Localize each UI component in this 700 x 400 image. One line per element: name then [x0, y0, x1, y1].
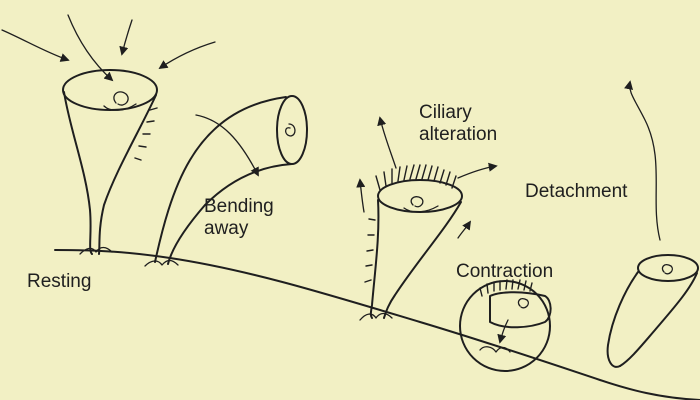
- inflow-arrow-3: [119, 19, 133, 56]
- contraction-arrow: [497, 319, 509, 344]
- bending-arrow: [195, 114, 259, 177]
- label-ciliary: Ciliary alteration: [419, 102, 497, 146]
- substrate-line: [54, 249, 700, 400]
- ciliary-arrow-left: [377, 116, 397, 169]
- inflow-arrow-2: [67, 14, 114, 82]
- ciliary-arrow-lower: [457, 220, 472, 239]
- inflow-arrow-4: [158, 41, 216, 70]
- ciliary-arrow-side: [356, 178, 366, 213]
- resting-cell: [62, 69, 158, 255]
- label-ciliary-line-2: alteration: [419, 124, 498, 145]
- label-contraction: Contraction: [456, 261, 554, 282]
- label-bending-line-2: away: [204, 218, 249, 239]
- label-detachment: Detachment: [525, 181, 628, 202]
- ciliary-cell: [359, 164, 463, 321]
- inflow-arrow-1: [1, 29, 70, 62]
- detachment-arrow: [624, 80, 661, 241]
- label-ciliary-line-1: Ciliary: [419, 102, 472, 123]
- label-resting: Resting: [27, 271, 92, 292]
- detachment-cell: [606, 254, 699, 368]
- label-bending-line-1: Bending: [204, 196, 274, 217]
- contraction-cell: [459, 279, 552, 372]
- label-bending: Bending away: [204, 196, 274, 240]
- ciliary-arrow-right: [457, 162, 498, 179]
- bending-cell: [144, 95, 308, 267]
